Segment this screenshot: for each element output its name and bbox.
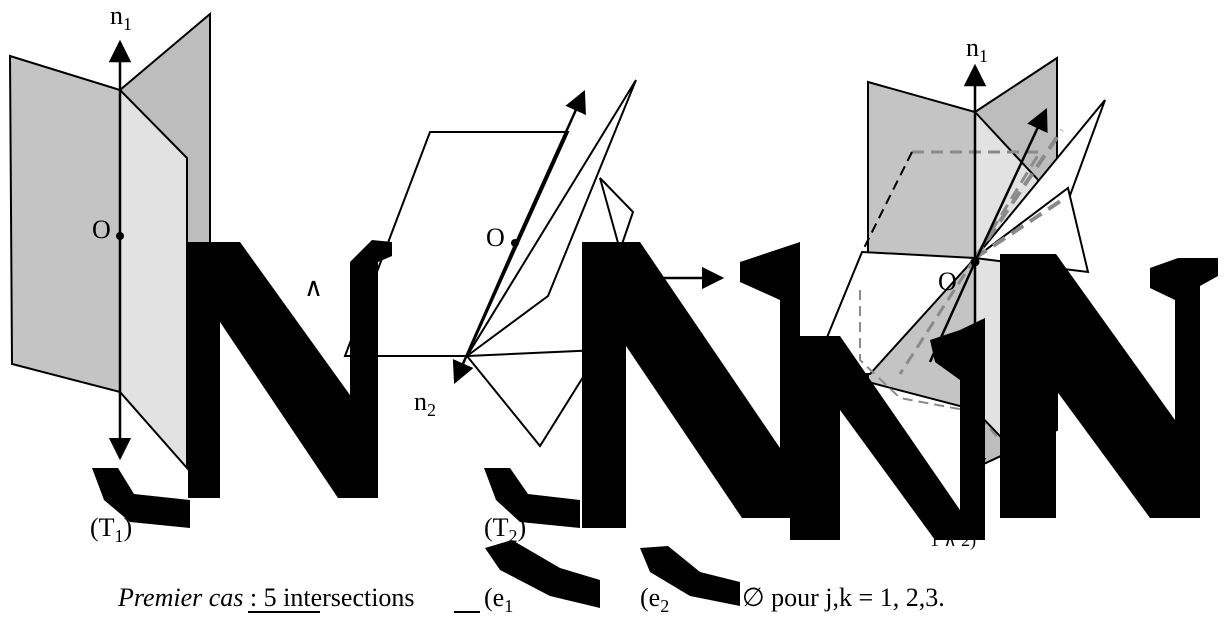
label-n1-right: n1 — [966, 33, 988, 66]
dashed-edge-d — [973, 196, 1067, 260]
plane-c — [599, 177, 635, 254]
white-plane-a — [810, 250, 978, 375]
label-n2-middle: n2 — [414, 387, 436, 420]
label-origin-middle: O — [486, 223, 505, 252]
normal-axis-n2-up — [973, 107, 1048, 263]
glyph-hook-left — [92, 468, 190, 528]
glyph-n-left — [188, 240, 392, 498]
label-origin-right: O — [938, 267, 957, 296]
caption-text: Premier cas : 5 intersections — [117, 583, 415, 612]
overlay-glyphs — [92, 240, 1218, 608]
glyph-hook-caption — [640, 546, 740, 606]
glyph-n-right-a — [790, 318, 985, 540]
operator-wedge: ∧ — [304, 273, 323, 302]
glyph-n-middle — [582, 242, 800, 528]
caption-part2: (e2 — [640, 583, 669, 616]
origin-point — [511, 239, 519, 247]
normal-axis-n2 — [452, 244, 517, 385]
label-composite: 1 ∧ 2) — [930, 530, 976, 551]
caption-part3: ∅ pour j,k = 1, 2,3. — [742, 583, 945, 612]
plane-b — [466, 79, 637, 357]
dashed-edge-f — [898, 257, 977, 375]
label-t2: (T2) — [484, 513, 526, 546]
origin-point — [116, 232, 124, 240]
caption: Premier cas : 5 intersections (e1 (e2 ∅ … — [117, 583, 945, 616]
label-n1-left: n1 — [110, 1, 132, 34]
trihedron-t1 — [8, 11, 211, 471]
label-t1: (T1) — [90, 513, 132, 546]
glyph-hook-middle — [484, 468, 580, 528]
label-origin-left: O — [92, 215, 111, 244]
dashed-edge-c — [973, 128, 1064, 260]
dashed-edge-a — [912, 150, 1043, 259]
origin-point — [970, 257, 980, 267]
plane-d — [464, 348, 602, 448]
glyph-hook-bottom — [485, 540, 600, 608]
normal-axis-up — [513, 89, 586, 246]
dashed-edge-b — [861, 151, 913, 253]
labels: n1 O ∧ O n2 n1 O (T1) (T2) 1 ∧ 2) — [90, 1, 988, 551]
front-plane — [119, 87, 188, 471]
glyph-n-right-b — [1000, 254, 1218, 518]
caption-part1: (e1 — [484, 583, 513, 616]
